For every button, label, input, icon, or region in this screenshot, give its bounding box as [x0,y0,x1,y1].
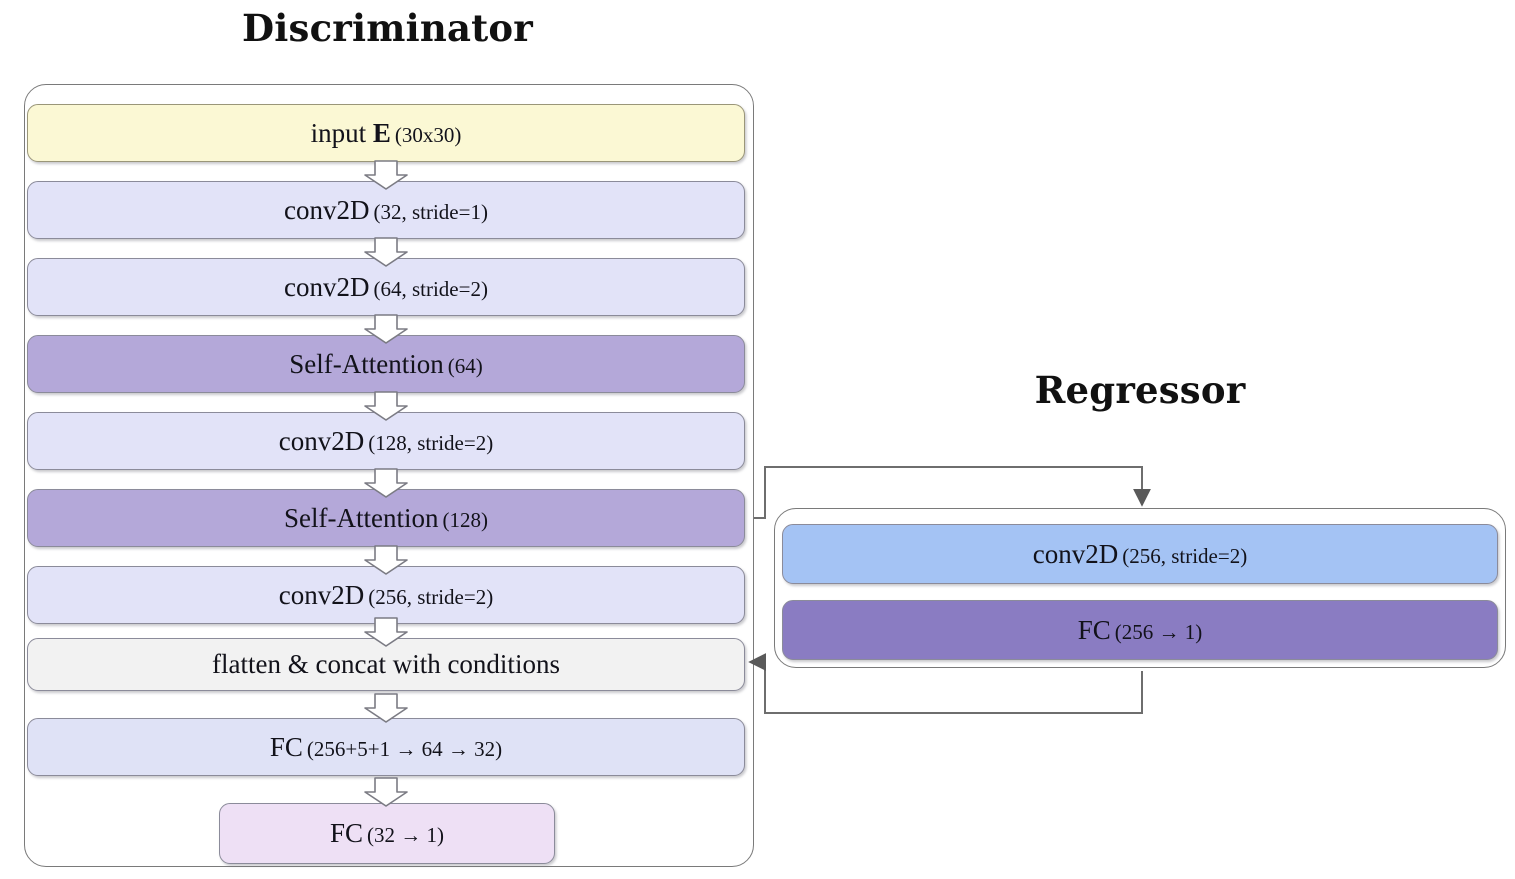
flow-arrow-icon-8 [363,693,409,723]
flow-arrow-icon-1 [363,160,409,190]
layer-input-e-bold-token: E [372,117,391,148]
layer-reg-fc-256-1-name: FC [1077,614,1111,645]
layer-reg-fc-256-1-params: (256 → 1) [1114,619,1203,644]
layer-conv2d-128-params: (128, stride=2) [368,430,494,455]
layer-conv2d-64-label: conv2D (64, stride=2) [284,271,488,302]
layer-input-e[interactable]: input E (30x30) [27,104,745,162]
layer-flatten-concat-name: flatten & concat with conditions [212,649,560,679]
layer-fc-256-64-32-params: (256+5+1 → 64 → 32) [306,736,503,761]
layer-self-attention-64-params: (64) [447,353,483,378]
flow-arrow-icon-7 [363,617,409,647]
layer-conv2d-32-name: conv2D [284,194,370,225]
flow-arrow-icon-3 [363,314,409,344]
layer-conv2d-64-params: (64, stride=2) [373,276,488,301]
flow-arrow-icon-5 [363,468,409,498]
layer-fc-256-64-32[interactable]: FC (256+5+1 → 64 → 32) [27,718,745,776]
layer-flatten-concat-label: flatten & concat with conditions [212,651,560,678]
layer-conv2d-256-params: (256, stride=2) [368,584,494,609]
layer-fc-256-64-32-label: FC (256+5+1 → 64 → 32) [269,731,503,762]
layer-input-e-label: input E (30x30) [310,117,462,148]
layer-fc-32-1-label: FC (32 → 1) [330,820,444,847]
layer-reg-fc-256-1[interactable]: FC (256 → 1) [782,600,1498,660]
layer-self-attention-64-label: Self-Attention (64) [289,348,483,379]
layer-conv2d-256[interactable]: conv2D (256, stride=2) [27,566,745,624]
layer-input-e-name: input [310,117,367,148]
layer-conv2d-128-name: conv2D [278,425,365,456]
regressor-title: Regressor [1034,368,1246,412]
layer-conv2d-64-name: conv2D [284,271,370,302]
layer-input-e-params: (30x30) [394,122,462,147]
layer-self-attention-128-label: Self-Attention (128) [284,502,488,533]
layer-self-attention-128-params: (128) [442,507,488,532]
flow-arrow-icon-4 [363,391,409,421]
layer-fc-32-1-params: (32 → 1) [367,823,445,847]
layer-conv2d-256-name: conv2D [278,579,365,610]
layer-reg-conv2d-256-name: conv2D [1032,538,1119,569]
layer-conv2d-256-label: conv2D (256, stride=2) [278,579,494,610]
flow-arrow-icon-2 [363,237,409,267]
layer-fc-32-1[interactable]: FC (32 → 1) [219,803,555,864]
layer-self-attention-128-name: Self-Attention [284,502,439,533]
layer-fc-32-1-name: FC [329,818,364,848]
layer-self-attention-64[interactable]: Self-Attention (64) [27,335,745,393]
layer-self-attention-64-name: Self-Attention [289,348,444,379]
layer-conv2d-32-params: (32, stride=1) [373,199,488,224]
layer-conv2d-128-label: conv2D (128, stride=2) [278,425,494,456]
layer-flatten-concat[interactable]: flatten & concat with conditions [27,638,745,691]
flow-arrow-icon-6 [363,545,409,575]
discriminator-title: Discriminator [242,6,533,50]
layer-reg-conv2d-256-params: (256, stride=2) [1122,543,1248,568]
layer-reg-fc-256-1-label: FC (256 → 1) [1077,614,1203,645]
flow-arrow-icon-9 [363,777,409,807]
layer-fc-256-64-32-name: FC [269,731,303,762]
layer-reg-conv2d-256-label: conv2D (256, stride=2) [1032,538,1248,569]
layer-conv2d-32-label: conv2D (32, stride=1) [284,194,488,225]
layer-reg-conv2d-256[interactable]: conv2D (256, stride=2) [782,524,1498,584]
connector-regressor-to-flatten [748,653,1143,714]
